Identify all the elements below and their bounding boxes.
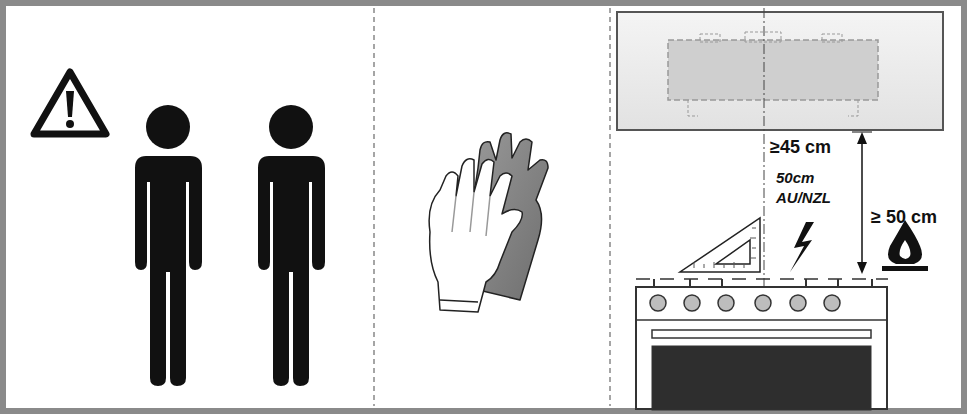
control-knob: [824, 295, 840, 311]
control-knob: [790, 295, 806, 311]
control-knob: [684, 295, 700, 311]
set-square: [680, 218, 760, 272]
electric-symbol: [790, 222, 814, 272]
dimension-label: 50cm: [776, 170, 814, 187]
divider: [373, 8, 375, 406]
dimension-arrow: [852, 132, 872, 274]
warning-symbol: [34, 72, 106, 134]
dimension-label: ≥45 cm: [770, 138, 831, 158]
dimension-label: ≥ 50 cm: [871, 208, 937, 228]
person-figure: [258, 105, 325, 386]
frame: [3, 3, 964, 411]
person-figure: [135, 105, 202, 386]
cooker: [636, 279, 888, 410]
control-knob: [755, 295, 771, 311]
divider: [609, 8, 611, 406]
dimension-label: AU/NZL: [776, 190, 831, 207]
control-knob: [650, 295, 666, 311]
control-knob: [718, 295, 734, 311]
gas-symbol: [882, 220, 928, 271]
gloves: [429, 133, 548, 312]
cooker-hood: [617, 12, 943, 130]
